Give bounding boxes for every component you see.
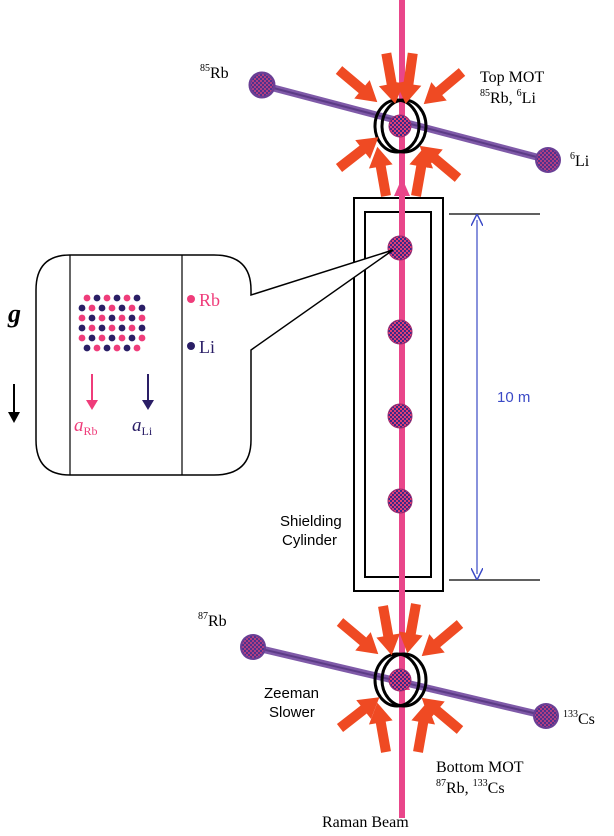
rb-atom-dot — [78, 334, 86, 342]
zeeman-slower-label: Zeeman Slower — [264, 685, 323, 721]
rb-dot-icon — [187, 295, 195, 303]
laser-arrow-icon — [335, 66, 378, 103]
rb-atom-dot — [128, 304, 136, 312]
atom-mixture-dots — [78, 294, 146, 352]
li-atom-dot — [118, 324, 126, 332]
bottom-right-isotope-label: 133Cs — [563, 709, 595, 728]
li-accel-arrow-icon — [142, 400, 154, 410]
li-atom-dot — [108, 314, 116, 322]
laser-arrow-icon — [411, 702, 436, 753]
rb-atom-dot — [83, 294, 91, 302]
laser-arrow-icon — [421, 620, 464, 657]
top-mot — [248, 52, 561, 197]
rb-atom-dot — [118, 314, 126, 322]
top-right-isotope-label: 6Li — [570, 151, 590, 170]
beam-arrow-icon — [394, 178, 410, 196]
mot-laser-arrows — [336, 603, 464, 753]
li-legend-label: Li — [199, 337, 215, 357]
rb-atom-dot — [88, 324, 96, 332]
shielding-cylinder — [353, 197, 444, 592]
rb-atom-dot — [128, 324, 136, 332]
li-atom-dot — [113, 294, 121, 302]
height-dimension: 10 m — [449, 213, 540, 581]
gravity-symbol: g — [7, 299, 21, 328]
rb-atom-dot — [93, 344, 101, 352]
atom-cloud-icon — [387, 235, 413, 261]
rb-atom-dot — [98, 334, 106, 342]
laser-arrow-icon — [423, 68, 466, 105]
atom-cloud-icon — [388, 114, 412, 138]
li-dot-icon — [187, 342, 195, 350]
laser-arrow-icon — [368, 702, 393, 753]
li-atom-dot — [78, 324, 86, 332]
atom-cloud-icon — [387, 488, 413, 514]
li-atom-dot — [88, 314, 96, 322]
laser-arrow-icon — [421, 697, 464, 734]
a-li-label: aLi — [132, 415, 153, 438]
rb-accel-arrow-icon — [86, 400, 98, 410]
laser-arrow-icon — [335, 137, 379, 172]
bottom-mot — [240, 603, 559, 753]
atom-cloud-icon — [387, 403, 413, 429]
laser-arrow-icon — [376, 605, 401, 656]
coil-ring-icon — [380, 652, 428, 708]
rb-atom-dot — [118, 334, 126, 342]
top-mot-species: 85Rb, 6Li — [480, 88, 536, 107]
laser-arrow-icon — [368, 146, 393, 197]
bottom-left-isotope-label: 87Rb — [198, 611, 227, 630]
li-atom-dot — [128, 334, 136, 342]
li-atom-dot — [83, 344, 91, 352]
rb-atom-dot — [138, 334, 146, 342]
laser-arrow-icon — [395, 52, 422, 104]
laser-arrow-icon — [398, 603, 423, 654]
li-atom-dot — [93, 294, 101, 302]
top-mot-title: Top MOT — [480, 69, 544, 86]
bottom-mot-species: 87Rb, 133Cs — [436, 778, 505, 797]
li-atom-dot — [98, 324, 106, 332]
rb-legend-label: Rb — [199, 290, 220, 310]
li-atom-dot — [103, 344, 111, 352]
rb-atom-dot — [78, 314, 86, 322]
falling-atom-clouds — [387, 235, 413, 514]
height-label: 10 m — [497, 389, 530, 406]
rb-atom-dot — [88, 304, 96, 312]
inset-callout: Rb Li aRb aLi — [35, 249, 394, 476]
a-rb-label: aRb — [74, 415, 98, 438]
li-atom-dot — [138, 324, 146, 332]
li-atom-dot — [128, 314, 136, 322]
laser-arrow-icon — [409, 146, 434, 197]
top-left-isotope-label: 85Rb — [200, 63, 229, 82]
rb-atom-dot — [98, 314, 106, 322]
rb-atom-dot — [103, 294, 111, 302]
rb-atom-dot — [108, 324, 116, 332]
laser-arrow-icon — [336, 618, 379, 655]
mot-laser-arrows — [335, 52, 466, 197]
bottom-mot-title: Bottom MOT — [436, 759, 524, 776]
li-atom-dot — [123, 344, 131, 352]
rb-atom-dot — [138, 314, 146, 322]
li-atom-dot — [108, 334, 116, 342]
li-atom-dot — [78, 304, 86, 312]
laser-arrow-icon — [419, 145, 462, 182]
li-atom-dot — [118, 304, 126, 312]
rb-atom-dot — [113, 344, 121, 352]
rb-atom-dot — [108, 304, 116, 312]
shielding-label: Shielding Cylinder — [280, 513, 346, 549]
rb-atom-dot — [133, 344, 141, 352]
rb-atom-dot — [123, 294, 131, 302]
atom-cloud-icon — [388, 668, 412, 692]
laser-arrow-icon — [378, 52, 405, 104]
raman-beam-label: Raman Beam — [322, 814, 409, 831]
atom-cloud-icon — [387, 319, 413, 345]
li-atom-dot — [138, 304, 146, 312]
li-atom-dot — [88, 334, 96, 342]
gravity-indicator: g — [7, 299, 21, 423]
li-atom-dot — [98, 304, 106, 312]
li-atom-dot — [133, 294, 141, 302]
laser-arrow-icon — [336, 697, 380, 732]
